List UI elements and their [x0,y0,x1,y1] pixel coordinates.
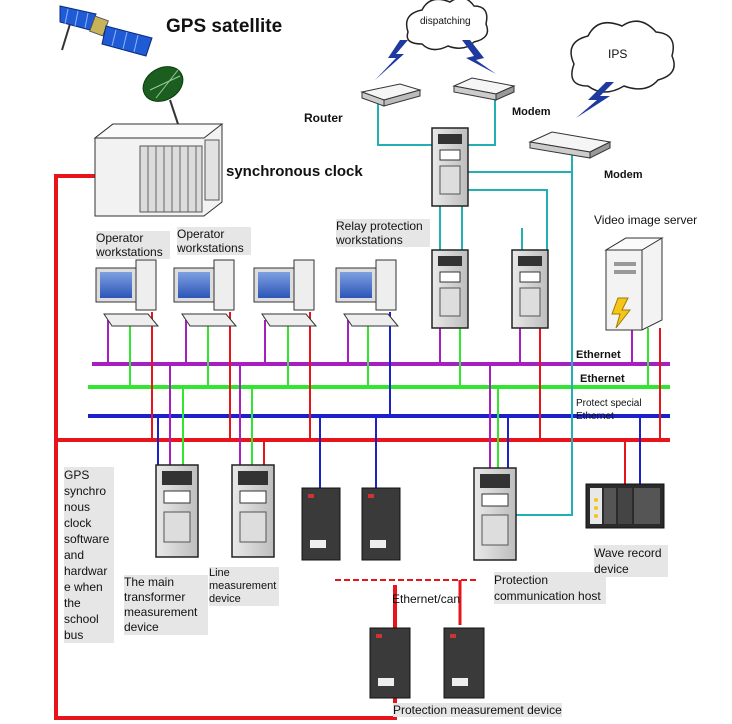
protection-measurement-unit-2-icon [443,627,485,699]
ethernet-can-label: Ethernet/can [392,592,461,606]
modem-top-icon [452,77,516,101]
router-label: Router [304,111,343,125]
workstation-2-icon [173,259,238,327]
modem-right-label: Modem [604,169,643,181]
black-unit-1-icon [301,487,341,561]
router-icon [360,83,422,107]
workstation-3-icon [253,259,318,327]
wave-record-device-icon [585,483,665,529]
protection-measurement-unit-1-icon [369,627,411,699]
video-server-label: Video image server [594,213,698,227]
gateway-panel-right [511,249,549,329]
vertical-drops [107,312,661,488]
black-unit-2-icon [361,487,401,561]
gateway-panel-top [431,127,469,207]
clock-rack-icon [93,123,224,217]
dispatching-label: dispatching [420,16,471,27]
ips-label: IPS [608,47,628,61]
protection-comm-host-icon [473,467,517,561]
modem-top-label: Modem [512,106,551,118]
synchronous-clock-label: synchronous clock [226,163,363,180]
ethernet-bus-2-label: Ethernet [580,373,625,385]
protection-measurement-label: Protection measurement device [393,703,562,718]
line-measurement-device-icon [231,464,275,558]
satellite-dish-icon [142,66,184,125]
main-transformer-device-icon [155,464,199,558]
dispatching-cloud-icon [405,0,489,51]
lightning-bolt-icon [375,40,614,118]
protect-special-ethernet-label: Ethernet [576,411,614,422]
operator-ws-1-label: Operator workstations [96,231,170,260]
cyan-links [377,98,573,516]
operator-ws-2-label: Operator workstations [177,227,251,256]
ethernet-bus-1-label: Ethernet [576,349,621,361]
modem-right-icon [528,131,612,159]
workstation-1-icon [95,259,160,327]
gps-satellite-label: GPS satellite [166,16,283,37]
relay-ws-label: Relay protection workstations [336,219,430,248]
workstation-4-icon [335,259,400,327]
gateway-panel-left [431,249,469,329]
satellite-icon [59,5,153,57]
video-server-icon [604,237,664,331]
protect-special-label: Protect special [576,398,642,409]
